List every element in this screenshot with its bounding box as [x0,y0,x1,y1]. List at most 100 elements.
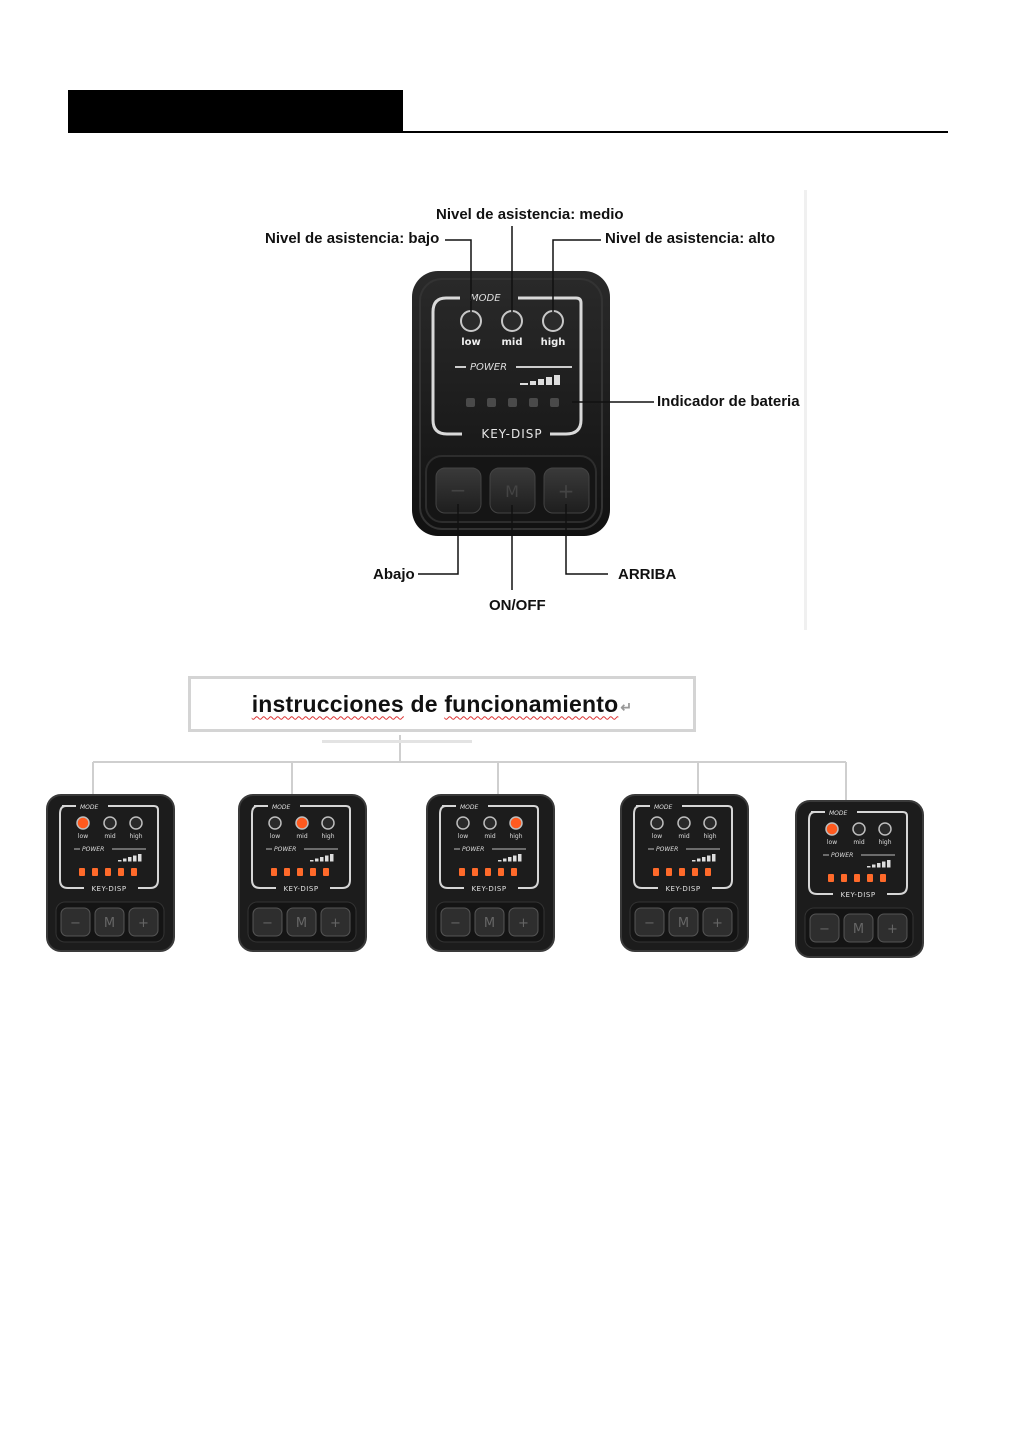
callout-lines [418,226,654,590]
title-word-3: funcionamiento [444,690,619,717]
mini-led-low [268,816,282,830]
mini-mode-label: MODE [460,804,479,811]
callout-assist-high: Nivel de asistencia: alto [605,230,776,247]
power-ramp-icon [520,375,560,385]
mini-button-m [286,907,317,937]
mini-brand-label: KEY-DISP [665,885,700,893]
callout-down: Abajo [373,566,415,583]
title-word-1: instrucciones [251,690,404,717]
mini-battery-led [284,868,290,876]
callout-up: ARRIBA [618,566,677,583]
callout-assist-mid: Nivel de asistencia: medio [436,206,624,223]
mini-mode-label: MODE [80,804,99,811]
svg-text:−: − [70,916,81,931]
mini-button-down [809,913,840,943]
mini-battery-led [459,868,465,876]
tree-connector [92,735,847,800]
mini-battery-led [854,874,860,882]
svg-text:M: M [104,916,115,931]
power-label: POWER [470,362,507,373]
svg-text:−: − [644,916,655,931]
mini-led-label-mid: mid [104,833,116,840]
mini-led-mid [852,822,866,836]
header-bar [68,90,403,133]
mini-battery-led [79,868,85,876]
mini-battery-led [310,868,316,876]
svg-text:+: + [712,916,723,931]
svg-text:−: − [262,916,273,931]
mini-led-low [650,816,664,830]
mini-battery-led [118,868,124,876]
mini-led-mid [483,816,497,830]
mini-led-label-high: high [129,833,142,840]
mini-led-high [703,816,717,830]
mini-led-label-low: low [270,833,280,840]
mini-button-m [843,913,874,943]
mini-button-up [320,907,351,937]
mini-battery-led [323,868,329,876]
callout-onoff: ON/OFF [489,597,546,614]
mini-led-label-low: low [78,833,88,840]
mini-button-up [128,907,159,937]
mini-button-down [60,907,91,937]
mini-led-mid [103,816,117,830]
mini-led-high [321,816,335,830]
mini-led-low [76,816,90,830]
mini-power-label: POWER [274,846,296,853]
svg-text:M: M [505,482,519,501]
callout-assist-low: Nivel de asistencia: bajo [265,230,440,247]
svg-text:+: + [887,922,898,937]
mini-led-high [509,816,523,830]
mini-power-label: POWER [656,846,678,853]
mini-button-down [440,907,471,937]
mini-battery-led [880,874,886,882]
mini-battery-led [705,868,711,876]
mini-led-low [456,816,470,830]
mini-battery-led [511,868,517,876]
mini-led-label-low: low [458,833,468,840]
mini-mode-label: MODE [654,804,673,811]
mini-mode-label: MODE [829,810,848,817]
mini-battery-led [666,868,672,876]
svg-text:M: M [484,916,495,931]
section-title-box: instrucciones de funcionamiento↵ [188,676,696,732]
mini-battery-led [828,874,834,882]
mini-led-label-mid: mid [678,833,690,840]
svg-text:+: + [330,916,341,931]
mini-led-label-low: low [652,833,662,840]
led-label-low: low [461,337,481,348]
mini-led-label-high: high [878,839,891,846]
mini-battery-led [867,874,873,882]
mini-battery-led [692,868,698,876]
mini-power-label: POWER [82,846,104,853]
mini-brand-label: KEY-DISP [283,885,318,893]
mini-led-label-mid: mid [853,839,865,846]
mini-led-mid [295,816,309,830]
mode-label: MODE [470,293,501,304]
svg-text:+: + [518,916,529,931]
mini-brand-label: KEY-DISP [840,891,875,899]
svg-text:M: M [296,916,307,931]
battery-dots-main [466,398,559,407]
brand-label: KEY-DISP [481,427,542,441]
mini-button-m [474,907,505,937]
mini-led-label-high: high [509,833,522,840]
main-device-figure: MODE low mid high POWER KEY-DISP − M + [412,190,807,630]
svg-text:−: − [450,478,467,502]
mini-button-up [877,913,908,943]
mini-button-m [94,907,125,937]
svg-text:M: M [853,922,864,937]
mini-battery-led [131,868,137,876]
mini-battery-led [271,868,277,876]
mini-brand-label: KEY-DISP [91,885,126,893]
section-title: instrucciones de funcionamiento↵ [252,691,633,718]
mini-power-label: POWER [462,846,484,853]
svg-text:−: − [819,922,830,937]
title-word-2: de [410,690,438,717]
callout-battery: Indicador de bateria [657,393,800,410]
mini-battery-led [498,868,504,876]
mini-button-down [634,907,665,937]
mini-battery-led [297,868,303,876]
